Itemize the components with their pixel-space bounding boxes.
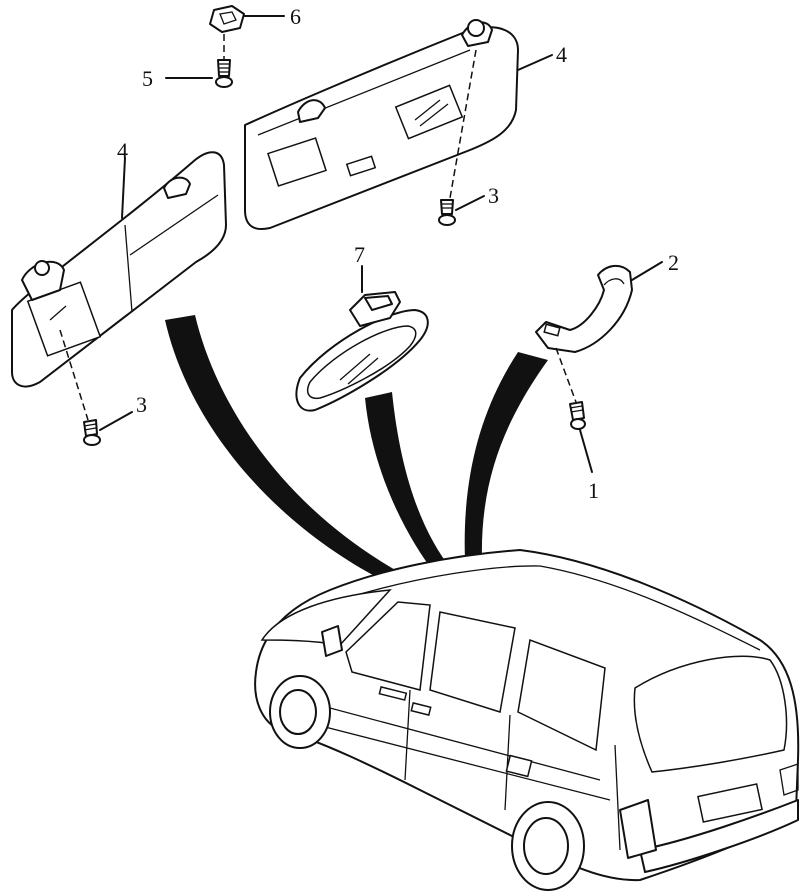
band-handle	[464, 352, 548, 560]
callout-4-left: 4	[117, 138, 128, 163]
callout-2: 2	[668, 250, 679, 275]
callout-1: 1	[588, 478, 599, 503]
callout-4-right: 4	[556, 42, 567, 67]
minivan	[254, 549, 800, 891]
callout-7: 7	[354, 242, 365, 267]
callout-3-right: 3	[488, 183, 499, 208]
band-left-visor	[165, 315, 410, 585]
callout-3-left: 3	[136, 392, 147, 417]
screw-3-left	[83, 411, 133, 446]
screw-5	[165, 34, 233, 88]
band-mirror	[365, 392, 452, 575]
connector-bands	[165, 315, 548, 585]
callout-labels: 1 2 3 3 4 4 5 6 7	[117, 4, 679, 503]
left-sun-visor	[11, 151, 227, 421]
callout-5: 5	[142, 66, 153, 91]
visor-clip	[209, 5, 285, 33]
screw-3-right	[438, 195, 485, 226]
inside-mirror	[295, 265, 429, 412]
assist-handle	[535, 261, 663, 353]
right-sun-visor	[244, 19, 553, 230]
screw-1	[555, 347, 593, 473]
callout-6: 6	[290, 4, 301, 29]
